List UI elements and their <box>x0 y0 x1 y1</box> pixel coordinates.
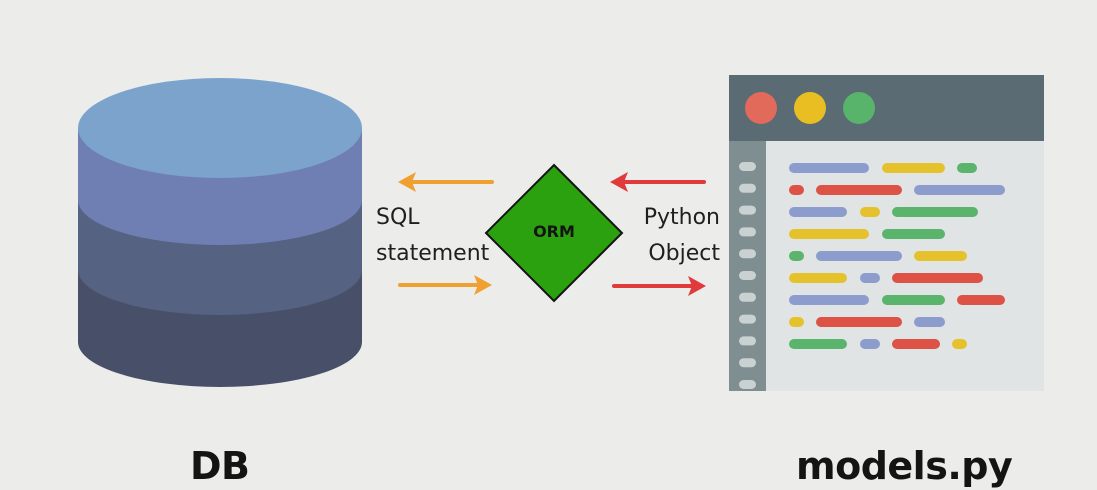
window-maximize-dot-icon <box>843 92 875 124</box>
code-line-bar <box>816 185 902 195</box>
orm-label: ORM <box>533 222 575 241</box>
code-line-bar <box>860 207 880 217</box>
code-line-bar <box>860 339 880 349</box>
gutter-line-marker <box>739 183 756 193</box>
code-line-bar <box>957 295 1005 305</box>
python-object-label: Python Object <box>620 200 720 272</box>
window-minimize-dot-icon <box>794 92 826 124</box>
code-line-bar <box>789 273 847 283</box>
gutter-line-marker <box>739 314 756 324</box>
code-line-bar <box>789 207 847 217</box>
sql-label-line1: SQL <box>376 205 420 230</box>
sql-label-line2: statement <box>376 241 490 266</box>
code-line-bar <box>882 229 945 239</box>
python-arrow-right-icon <box>612 276 706 296</box>
models-caption: models.py <box>796 444 1013 488</box>
python-label-line2: Object <box>648 241 720 266</box>
code-line-bar <box>914 251 967 261</box>
code-line-bar <box>789 339 847 349</box>
code-line-bar <box>789 251 804 261</box>
code-line-bar <box>789 185 804 195</box>
code-line-bar <box>789 317 804 327</box>
code-editor-icon <box>729 75 1044 391</box>
gutter-line-marker <box>739 271 756 280</box>
gutter-line-marker <box>739 292 756 302</box>
code-line-bar <box>816 317 902 327</box>
code-line-bar <box>892 339 940 349</box>
code-line-bar <box>882 295 945 305</box>
python-arrow-left-icon <box>610 172 706 192</box>
python-label-line1: Python <box>643 205 720 230</box>
gutter-line-marker <box>739 358 756 368</box>
code-line-bar <box>816 251 902 261</box>
gutter-line-marker <box>739 336 756 346</box>
code-line-bar <box>957 163 977 173</box>
sql-statement-label: SQL statement <box>376 200 496 272</box>
code-line-bar <box>892 207 978 217</box>
gutter-line-marker <box>739 380 756 389</box>
code-line-bar <box>882 163 945 173</box>
sql-arrow-right-icon <box>398 275 492 295</box>
gutter-line-marker <box>739 227 756 237</box>
code-line-bar <box>892 273 983 283</box>
gutter-line-marker <box>739 249 756 259</box>
db-caption: DB <box>190 444 250 488</box>
database-cylinder-icon <box>78 78 362 387</box>
sql-arrow-left-icon <box>398 172 494 192</box>
code-line-bar <box>860 273 880 283</box>
code-line-bar <box>914 185 1005 195</box>
gutter-line-marker <box>739 162 756 171</box>
code-line-bar <box>789 163 869 173</box>
code-line-bar <box>789 295 869 305</box>
orm-diamond <box>484 163 624 303</box>
code-line-bar <box>914 317 945 327</box>
code-line-bar <box>952 339 967 349</box>
code-line-bar <box>789 229 869 239</box>
gutter-line-marker <box>739 205 756 215</box>
window-close-dot-icon <box>745 92 777 124</box>
